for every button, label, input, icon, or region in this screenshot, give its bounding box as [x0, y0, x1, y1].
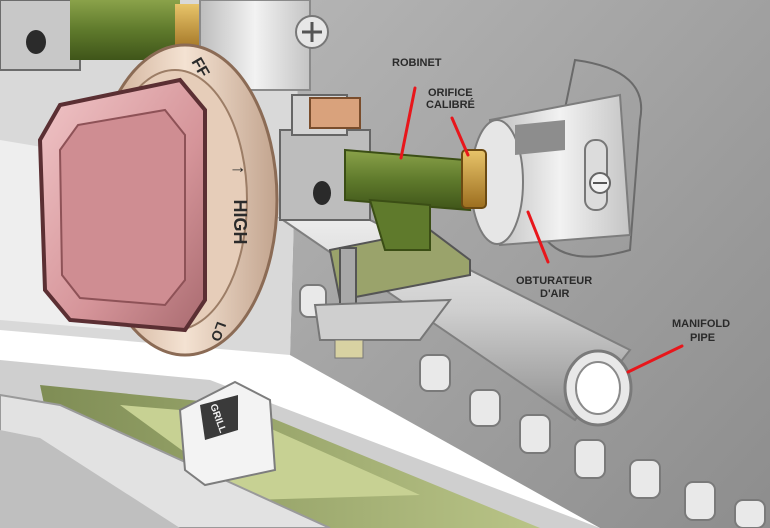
- manifold-leader-line: [626, 344, 684, 374]
- back-panel: [290, 0, 770, 528]
- dial-high-glyph: ↑: [229, 166, 249, 175]
- control-knob-assembly: [37, 43, 279, 357]
- orifice-label-line1: ORIFICE: [428, 87, 473, 99]
- robinet-leader-line: [399, 86, 417, 160]
- orifice-label-line2: CALIBRÉ: [426, 98, 475, 111]
- obturateur-leader-line: [526, 210, 550, 264]
- calibrated-orifice: [461, 149, 487, 209]
- obturateur-label-line1: OBTURATEUR: [516, 275, 592, 287]
- manifold-label-line2: PIPE: [690, 332, 715, 344]
- robinet-label: ROBINET: [392, 57, 442, 69]
- manifold-label-line1: MANIFOLD: [672, 318, 730, 330]
- drip-tray: [0, 360, 600, 528]
- obturateur-label-line2: D'AIR: [540, 288, 570, 300]
- panel-slots: [299, 284, 766, 528]
- valve-body: [279, 94, 472, 251]
- dial-low-fragment: LO: [208, 320, 230, 344]
- dial-high-label: HIGH: [230, 200, 250, 245]
- orifice-leader-line: [450, 116, 470, 157]
- grill-badge: GRILL: [178, 380, 277, 487]
